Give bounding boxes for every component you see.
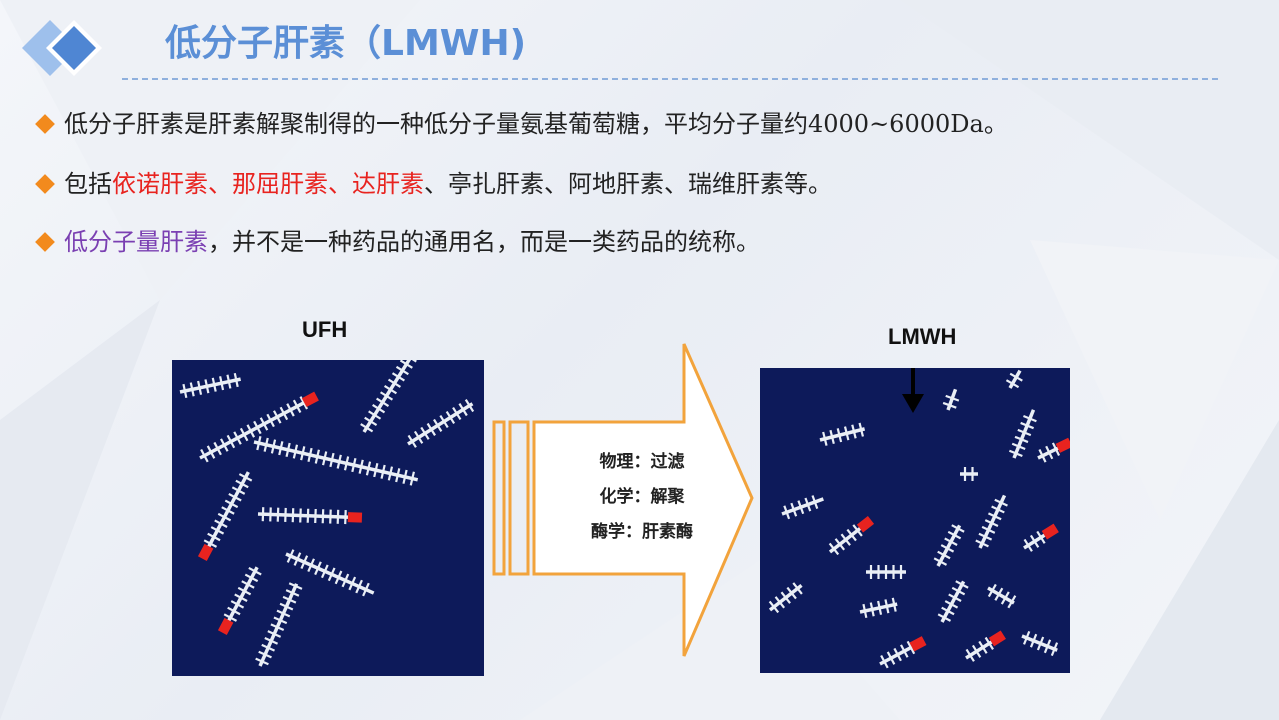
cleavage-marker	[909, 636, 927, 652]
bullet-diamond-icon	[35, 232, 55, 252]
cleavage-marker	[988, 630, 1006, 647]
heparin-chain	[942, 388, 960, 411]
heparin-chain	[987, 583, 1017, 609]
heparin-chain	[965, 630, 1006, 662]
method-chemical: 化学：解聚	[599, 487, 685, 507]
heparin-chain	[197, 471, 253, 561]
heparin-chain	[960, 467, 978, 481]
heparin-chain	[407, 399, 475, 448]
heparin-chain	[828, 516, 875, 556]
heparin-chain	[937, 580, 969, 623]
heparin-chain	[1008, 409, 1037, 459]
heparin-chain	[255, 582, 303, 667]
heparin-chain	[933, 524, 965, 567]
method-physical: 物理：过滤	[599, 452, 685, 472]
heparin-chain	[257, 507, 363, 525]
heparin-chain	[866, 565, 906, 579]
heparin-chain	[199, 391, 319, 463]
bullet-highlight-purple: 低分子量肝素	[64, 228, 208, 256]
cleavage-marker	[197, 543, 214, 561]
bullet-diamond-icon	[35, 174, 55, 194]
heparin-chain	[859, 597, 898, 619]
title-divider	[122, 78, 1218, 80]
bullet-text: 包括	[64, 170, 112, 198]
heparin-chain	[1023, 523, 1059, 552]
bullet-highlight-red: 依诺肝素、那屈肝素、达肝素	[112, 170, 424, 198]
cleavage-marker	[217, 617, 234, 635]
bullet-diamond-icon	[35, 114, 55, 134]
bullet-item-examples: 包括依诺肝素、那屈肝素、达肝素、亭扎肝素、阿地肝素、瑞维肝素等。	[34, 166, 832, 202]
ufh-label: UFH	[302, 317, 348, 342]
heparin-chain	[179, 372, 242, 399]
cleavage-marker	[347, 512, 363, 523]
heparin-chain	[217, 566, 262, 635]
heparin-chain	[1005, 369, 1023, 389]
cleavage-marker	[301, 391, 319, 408]
lmwh-image	[760, 368, 1070, 673]
heparin-chain	[768, 582, 803, 614]
bullet-text: 、亭扎肝素、阿地肝素、瑞维肝素等。	[424, 170, 832, 198]
cleavage-marker	[1041, 523, 1059, 540]
double-diamond-icon	[22, 20, 102, 76]
heparin-chain	[1037, 437, 1070, 463]
method-enzymatic: 酶学：肝素酶	[591, 522, 693, 542]
cleavage-marker	[856, 516, 875, 533]
heparin-chain	[879, 636, 927, 669]
lmwh-label: LMWH	[888, 324, 957, 349]
lmwh-molecule-illustration	[768, 368, 1070, 669]
heparin-chain	[253, 436, 419, 486]
process-arrow	[492, 343, 754, 657]
bullet-item-class-note: 低分子量肝素，并不是一种药品的通用名，而是一类药品的统称。	[34, 224, 760, 260]
down-arrow-icon	[902, 368, 924, 413]
bullet-text: 低分子肝素是肝素解聚制得的一种低分子量氨基葡萄糖，平均分子量约4000~6000…	[64, 110, 1008, 138]
cleavage-marker	[1055, 437, 1070, 453]
bullet-item-definition: 低分子肝素是肝素解聚制得的一种低分子量氨基葡萄糖，平均分子量约4000~6000…	[34, 106, 1008, 142]
ufh-molecule-illustration	[179, 360, 475, 667]
page-title: 低分子肝素（LMWH)	[165, 23, 527, 64]
heparin-chain	[781, 495, 824, 520]
heparin-chain	[285, 549, 375, 597]
ufh-image	[172, 360, 484, 676]
bullet-text: ，并不是一种药品的通用名，而是一类药品的统称。	[208, 228, 760, 256]
heparin-chain	[1021, 630, 1059, 657]
heparin-chain	[819, 422, 866, 446]
heparin-chain	[360, 360, 417, 433]
heparin-chain	[975, 494, 1008, 549]
